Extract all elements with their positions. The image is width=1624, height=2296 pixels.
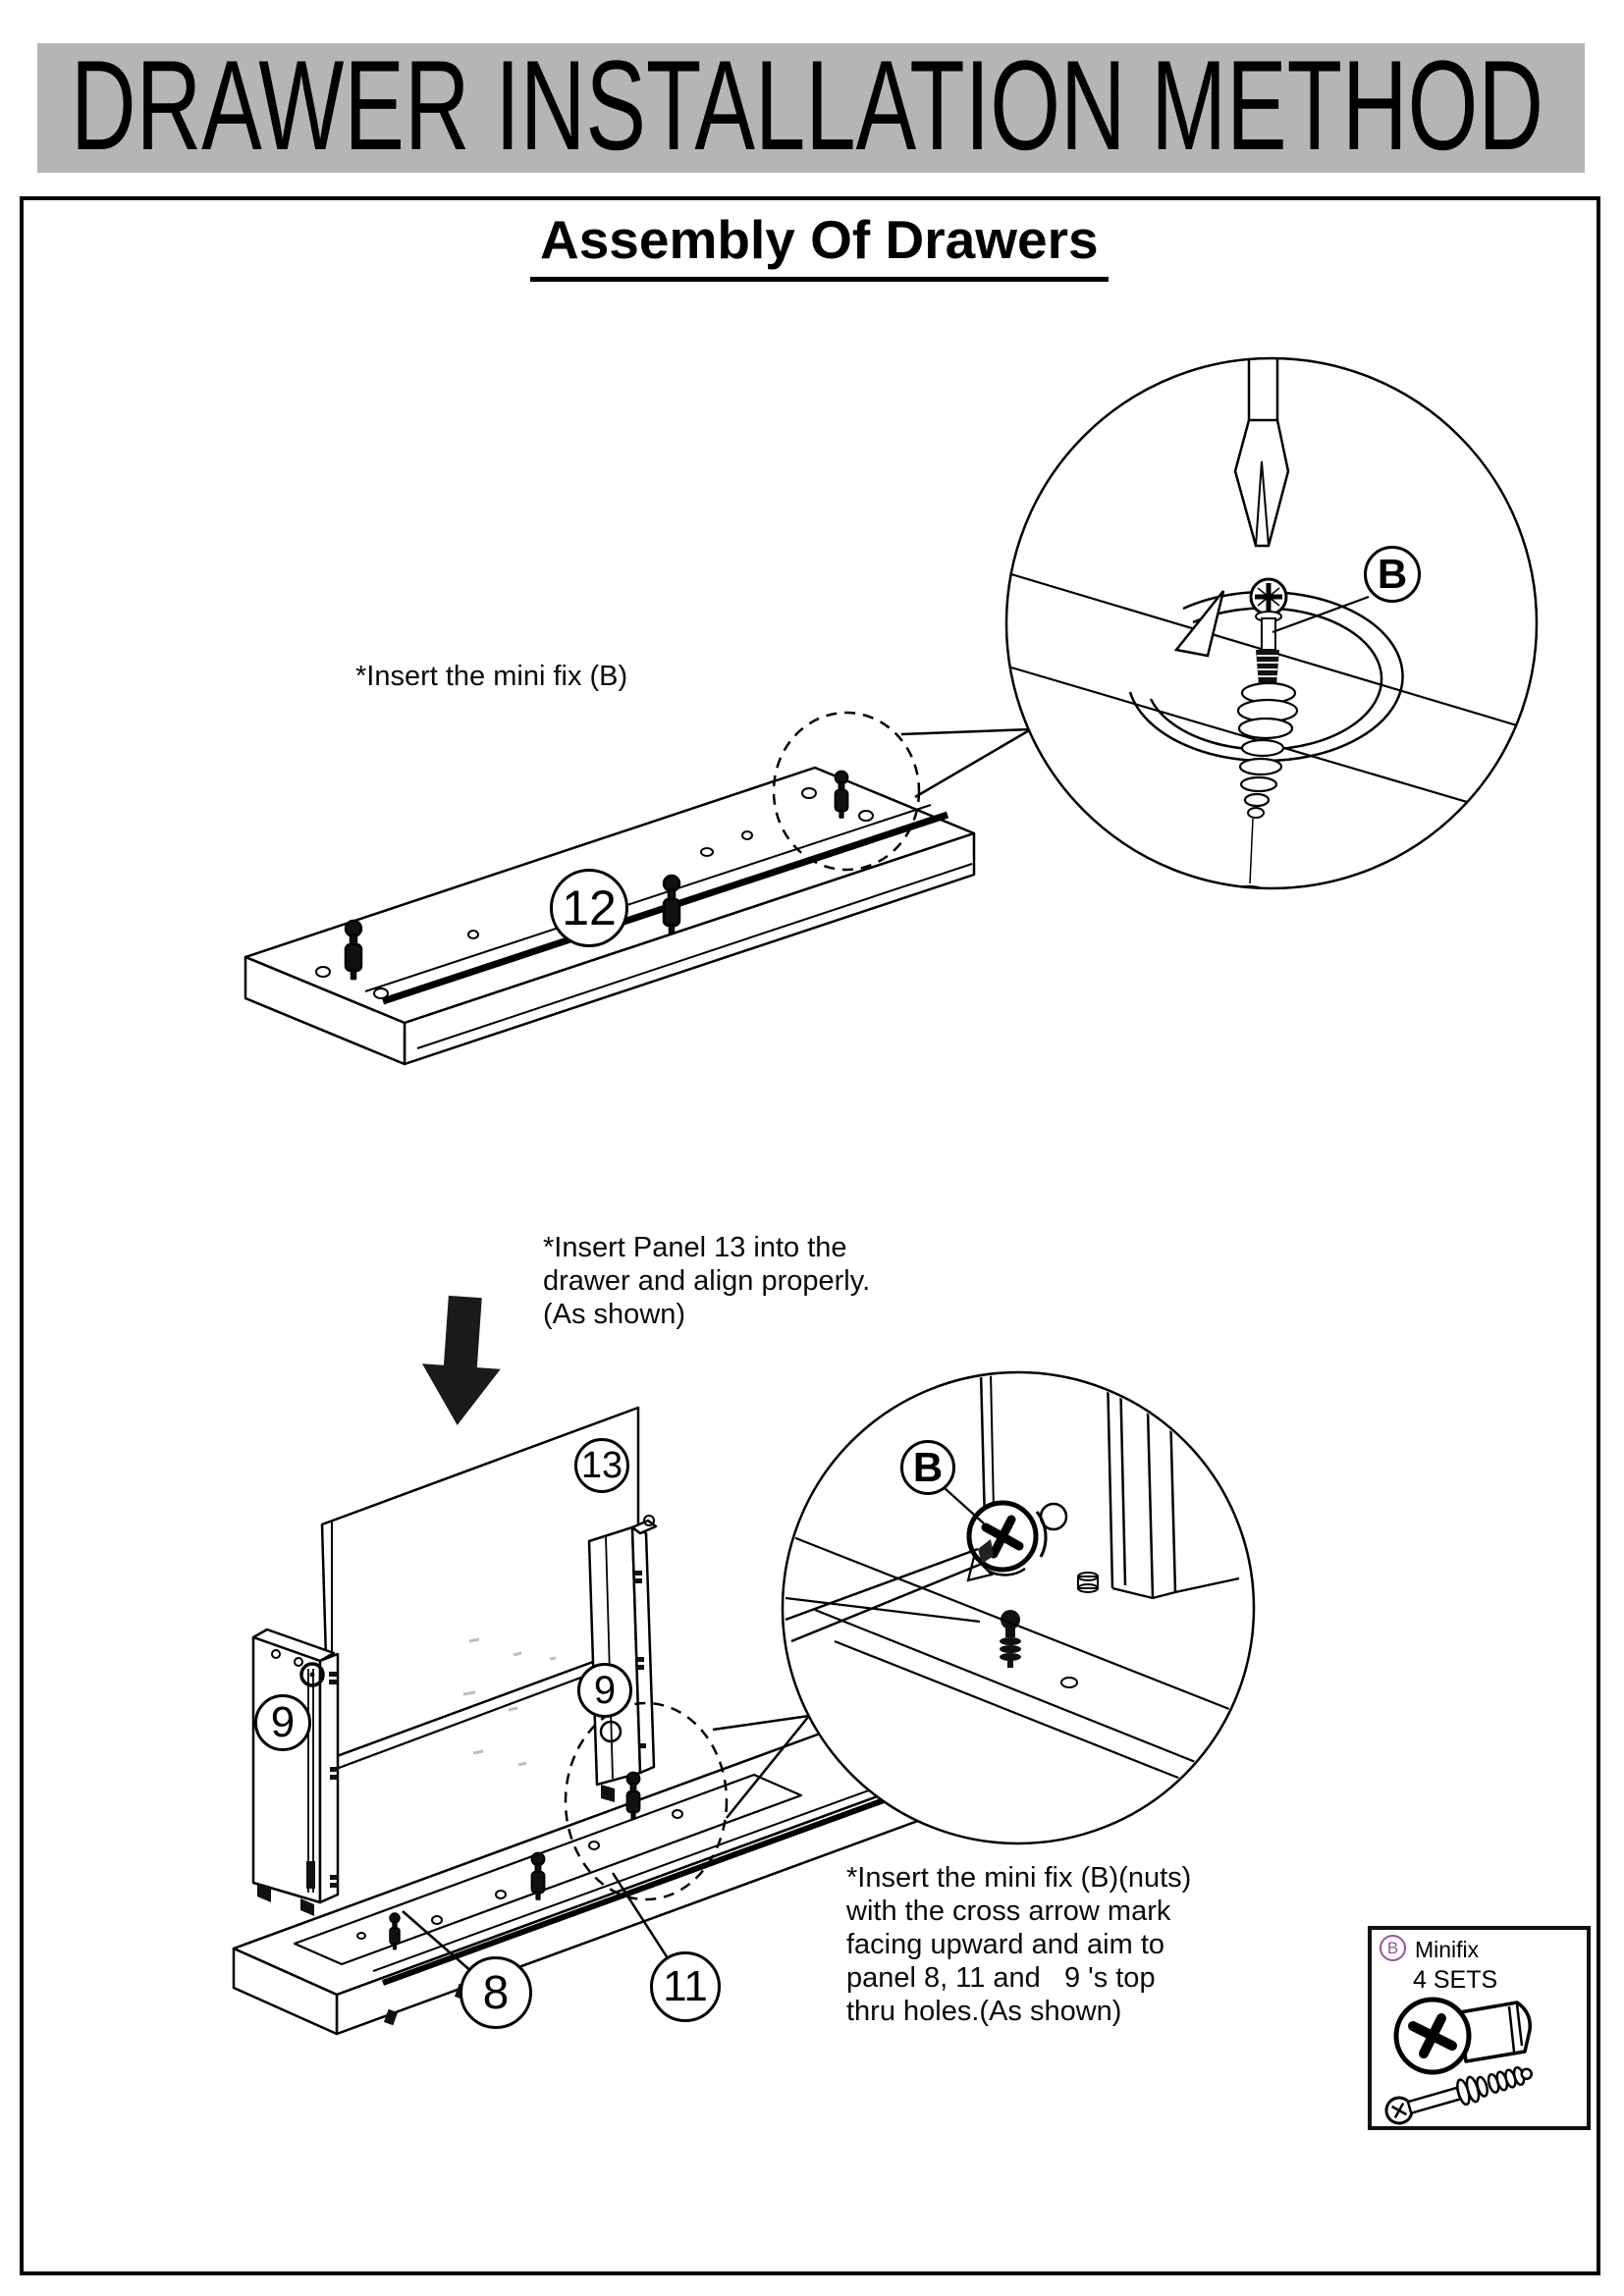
title-banner: DRAWER INSTALLATION METHOD — [37, 33, 1585, 177]
panel12-groove-edge — [364, 804, 932, 992]
bolt-on-base-left — [389, 1912, 401, 1950]
parts-box-quantity: 4 SETS — [1413, 1966, 1498, 1994]
screwdriver-icon — [1233, 358, 1290, 548]
panel12-holes — [315, 787, 874, 999]
bolt-on-panel12-middle — [662, 874, 681, 935]
label-panel-11: 11 — [650, 1951, 721, 2022]
step1-instruction: *Insert the mini fix (B) — [355, 660, 627, 693]
rotation-arrowhead — [1173, 590, 1225, 658]
down-arrow-shape — [421, 1295, 501, 1425]
title-banner-svg: DRAWER INSTALLATION METHOD — [71, 33, 1543, 177]
inner-panel-8 — [293, 1773, 803, 1966]
step2-line-2: drawer and align properly. — [543, 1265, 871, 1297]
label-fitting-b-1: B — [1364, 546, 1421, 603]
bolt-on-base-right — [625, 1771, 641, 1820]
callout-leader-1a — [900, 727, 1032, 736]
bolt-on-base-middle — [530, 1851, 546, 1900]
bolt-on-panel12-right — [834, 770, 849, 819]
panel13-faint-marks — [462, 1637, 557, 1767]
label-panel-12: 12 — [550, 869, 628, 947]
panel9-left — [251, 1628, 340, 1916]
bolt-part-icon — [1384, 2066, 1534, 2125]
label-panel-9-right: 9 — [577, 1663, 632, 1718]
base-board-magnified — [785, 1535, 1240, 1784]
drawer-assembly — [232, 1406, 928, 2036]
panel12-end-face — [244, 955, 406, 1066]
step2-line-3: (As shown) — [543, 1299, 686, 1330]
label-fitting-b-2: B — [900, 1440, 955, 1495]
panel9-right — [587, 1515, 658, 1802]
content-border — [20, 196, 1600, 2275]
hole-magnified — [1060, 1677, 1078, 1688]
step2-instruction: *Insert Panel 13 into the drawer and ali… — [543, 1231, 870, 1331]
detail-view-1 — [1004, 356, 1539, 890]
callout-leader-1b — [914, 727, 1032, 799]
section-heading: Assembly Of Drawers — [530, 208, 1109, 282]
detail-view-2 — [781, 1370, 1256, 1845]
step2-line-1: *Insert Panel 13 into the — [543, 1232, 847, 1263]
parts-box: B Minifix 4 SETS — [1368, 1926, 1591, 2130]
panel12-board — [244, 711, 1032, 1066]
label-panel-9-left: 9 — [254, 1694, 311, 1751]
bolt-magnified — [1000, 1610, 1021, 1668]
screwdriver-magnified — [785, 1539, 994, 1643]
label-panel-8: 8 — [460, 1956, 532, 2029]
detail-callout-circle-1 — [772, 711, 921, 872]
parts-box-letter: B — [1380, 1935, 1406, 1961]
label11-leader — [611, 1872, 672, 1962]
fitting-b-leader-2 — [944, 1487, 985, 1524]
label-panel-13: 13 — [574, 1438, 629, 1493]
detail-callout-circle-2 — [564, 1701, 729, 1901]
callout-leader-2b — [726, 1715, 810, 1819]
step2-instruction-2: *Insert the mini fix (B)(nuts) with the … — [846, 1861, 1191, 2028]
cam-hole-magnified — [1039, 1502, 1068, 1531]
bolt-on-panel12-left — [344, 919, 363, 981]
detail-view-2-circle — [781, 1370, 1256, 1845]
step2b-line-1: *Insert the mini fix (B)(nuts) — [846, 1862, 1192, 1894]
base-holes — [356, 1809, 683, 1940]
fitting-b-leader-1 — [1272, 595, 1370, 634]
detail-view-1-content — [1010, 358, 1537, 888]
minifix-bolt-detail — [1223, 577, 1299, 888]
step2b-line-4: panel 8, 11 and 9 's top — [846, 1962, 1156, 1994]
step1-instruction-line: *Insert the mini fix (B) — [355, 661, 628, 692]
panel12-edge-line — [416, 863, 973, 1049]
rotation-arrow-outer — [1128, 590, 1404, 763]
minifix-parts-drawing — [1384, 1997, 1534, 2125]
panel9-right-edge-fittings — [634, 1571, 646, 1748]
detail-view-2-content — [785, 1374, 1240, 1784]
label8-leader — [402, 1910, 474, 1974]
callout-leader-2a — [712, 1714, 810, 1732]
down-arrow — [421, 1295, 501, 1425]
parts-box-name: Minifix — [1415, 1937, 1480, 1962]
page-title: DRAWER INSTALLATION METHOD — [71, 43, 1543, 173]
cam-nut-icon — [1393, 1997, 1532, 2075]
step2b-line-2: with the cross arrow mark — [846, 1896, 1171, 1927]
panel9-left-edge-fittings — [329, 1672, 339, 1888]
step2b-line-5: thru holes.(As shown) — [846, 1996, 1122, 2027]
step2b-line-3: facing upward and aim to — [846, 1929, 1165, 1960]
